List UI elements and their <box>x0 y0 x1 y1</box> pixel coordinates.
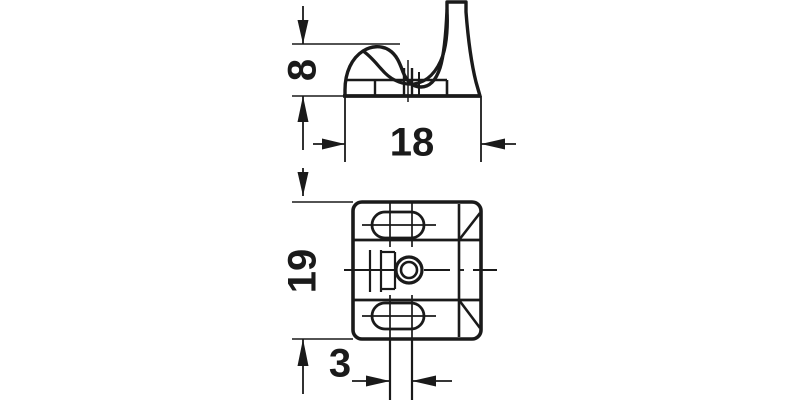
width-dimension: 18 <box>313 96 516 165</box>
height-dimension-label: 8 <box>281 59 325 81</box>
depth-dimension: 19 <box>281 201 353 394</box>
width-dim-arrow-left <box>322 138 345 150</box>
slot-width-dimension: 3 <box>329 339 452 400</box>
plan-dim-arrow-down <box>297 172 309 196</box>
plate-outer-outline <box>351 200 483 341</box>
width-dimension-label: 18 <box>390 121 435 165</box>
height-dimension: 8 <box>281 6 400 196</box>
plate-bevel-facet-bottom <box>457 299 482 329</box>
hook-throat-curve <box>361 8 449 86</box>
slot-width-dimension-label: 3 <box>329 342 351 386</box>
height-dim-arrow-up <box>297 96 309 122</box>
side-elevation-view <box>343 0 482 102</box>
width-dim-arrow-right <box>481 138 505 150</box>
plan-view <box>344 200 497 341</box>
slot-width-arrow-left <box>366 375 390 387</box>
plate-bevel-facet-top <box>457 212 482 241</box>
depth-dim-arrow-up <box>297 339 309 366</box>
center-hole-inner-ring <box>399 260 419 280</box>
hook-body-outline <box>343 0 482 98</box>
depth-dimension-label: 19 <box>281 249 325 294</box>
height-dim-arrow-down <box>297 20 309 44</box>
slot-width-arrow-right <box>412 375 436 387</box>
